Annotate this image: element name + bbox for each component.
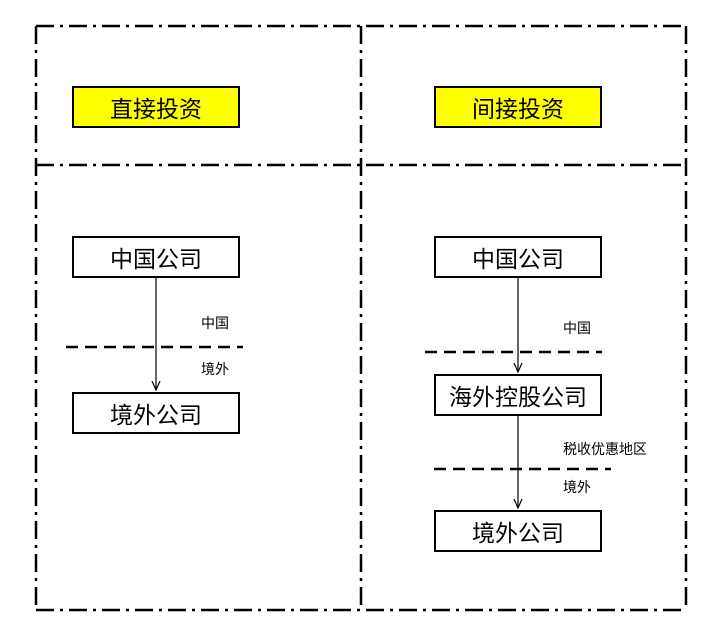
overseas-holding-company-label: 海外控股公司 [449,385,587,411]
direct-overseas-company-label: 境外公司 [110,403,202,429]
direct-overseas-company-node: 境外公司 [72,392,240,434]
indirect-overseas-company-label: 境外公司 [472,521,564,547]
indirect-zone-overseas-label: 境外 [563,480,591,496]
indirect-investment-title: 间接投资 [434,86,602,128]
indirect-investment-title-text: 间接投资 [472,97,564,123]
indirect-china-company-node: 中国公司 [434,236,602,278]
direct-zone-overseas-label: 境外 [201,362,229,378]
direct-investment-title-text: 直接投资 [110,97,202,123]
direct-zone-china-label: 中国 [201,316,229,332]
direct-investment-title: 直接投资 [72,86,240,128]
indirect-zone-tax-haven-label: 税收优惠地区 [563,442,647,458]
indirect-china-company-label: 中国公司 [472,247,564,273]
direct-china-company-node: 中国公司 [72,236,240,278]
direct-china-company-label: 中国公司 [110,247,202,273]
indirect-overseas-company-node: 境外公司 [434,510,602,552]
indirect-zone-china-label: 中国 [563,321,591,337]
overseas-holding-company-node: 海外控股公司 [434,374,602,416]
